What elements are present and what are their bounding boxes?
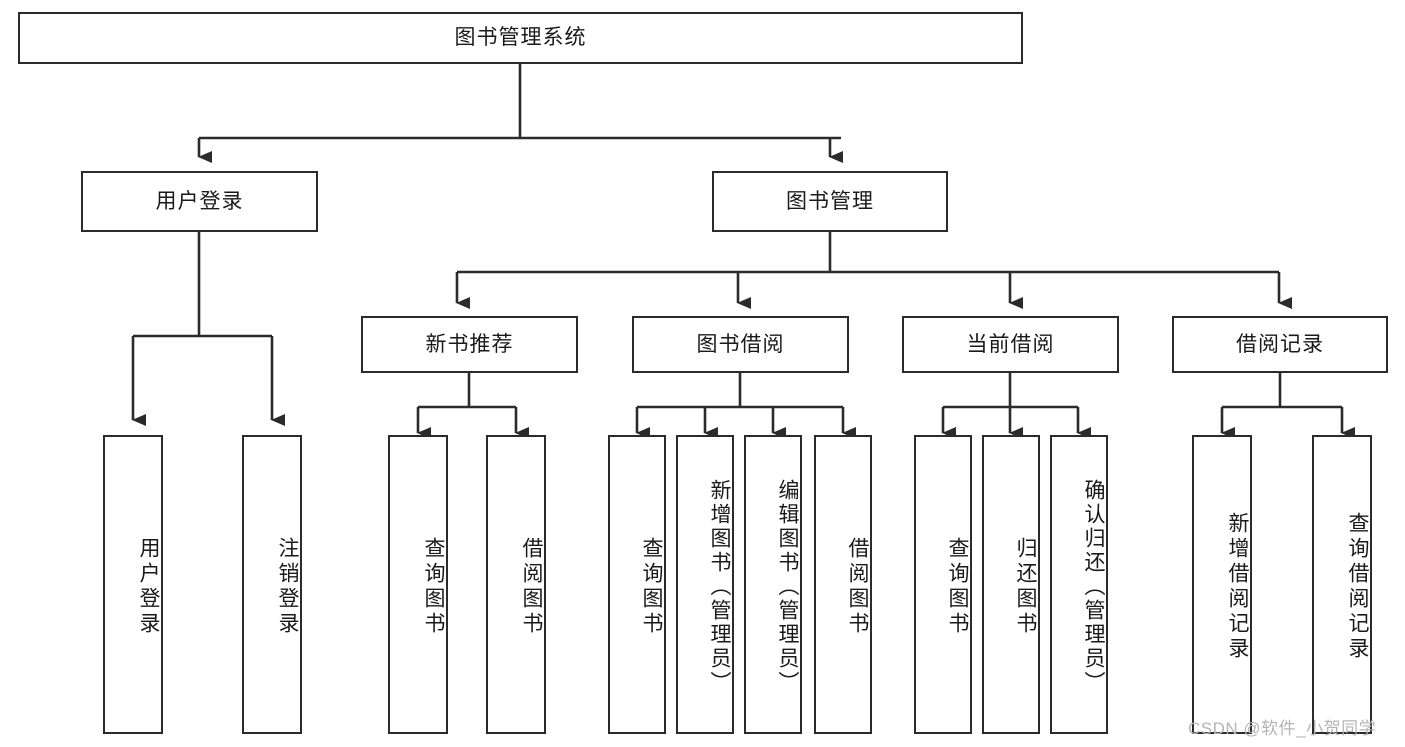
leaf-query-book-borrow[interactable]: 查询图书 bbox=[608, 435, 666, 734]
leaf-borrow-book-recommend[interactable]: 借阅图书 bbox=[486, 435, 546, 734]
leaf-user-login[interactable]: 用户登录 bbox=[103, 435, 163, 734]
leaf-edit-book-admin[interactable]: 编辑图书（管理员） bbox=[744, 435, 802, 734]
leaf-confirm-return-admin[interactable]: 确认归还（管理员） bbox=[1050, 435, 1108, 734]
node-book-borrow[interactable]: 图书借阅 bbox=[632, 316, 849, 373]
node-user-login[interactable]: 用户登录 bbox=[81, 171, 318, 232]
leaf-query-book-recommend[interactable]: 查询图书 bbox=[388, 435, 448, 734]
leaf-return-book[interactable]: 归还图书 bbox=[982, 435, 1040, 734]
leaf-borrow-book-borrow[interactable]: 借阅图书 bbox=[814, 435, 872, 734]
node-book-management[interactable]: 图书管理 bbox=[712, 171, 948, 232]
leaf-query-borrow-record[interactable]: 查询借阅记录 bbox=[1312, 435, 1372, 734]
node-borrow-record[interactable]: 借阅记录 bbox=[1172, 316, 1388, 373]
leaf-add-borrow-record[interactable]: 新增借阅记录 bbox=[1192, 435, 1252, 734]
csdn-watermark: CSDN @软件_小贺同学 bbox=[1188, 719, 1377, 738]
node-current-borrow[interactable]: 当前借阅 bbox=[902, 316, 1119, 373]
leaf-logout-login[interactable]: 注销登录 bbox=[242, 435, 302, 734]
leaf-query-book-current[interactable]: 查询图书 bbox=[914, 435, 972, 734]
leaf-add-book-admin[interactable]: 新增图书（管理员） bbox=[676, 435, 734, 734]
node-root-book-management-system[interactable]: 图书管理系统 bbox=[18, 12, 1023, 64]
node-new-book-recommend[interactable]: 新书推荐 bbox=[361, 316, 578, 373]
